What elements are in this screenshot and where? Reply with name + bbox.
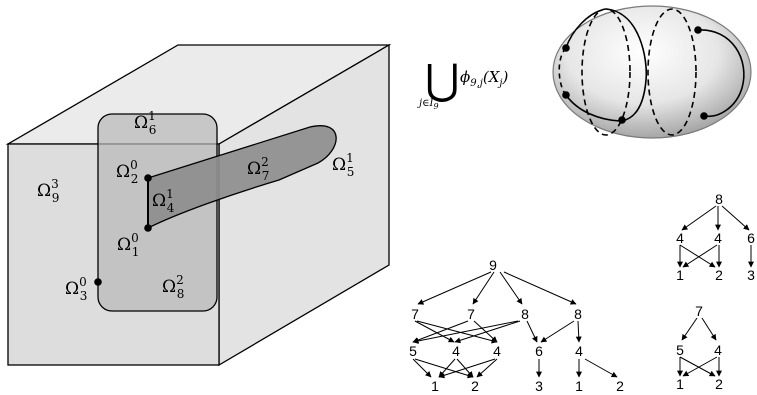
tree-node: 5 — [409, 343, 417, 359]
tree-edge-arrow — [412, 320, 519, 344]
tree-node: 1 — [676, 267, 684, 283]
ellipsoid-point — [694, 26, 702, 34]
tree-node: 1 — [431, 378, 439, 394]
main-tree-nodes: 9 7 7 8 8 5 4 4 6 4 1 2 3 1 2 — [409, 257, 624, 394]
tree-edge-arrow — [701, 317, 717, 341]
top-right-tree-edges — [677, 205, 754, 268]
vertex-omega-3 — [94, 278, 102, 286]
tree-edge-arrow — [412, 358, 432, 378]
tree-node: 7 — [411, 306, 419, 322]
tree-edge-arrow — [721, 205, 750, 231]
ellipsoid-point — [618, 116, 626, 124]
bottom-right-tree-edges — [677, 317, 722, 377]
bottom-right-tree: 7 5 4 1 2 — [676, 303, 723, 392]
ellipsoid-body — [552, 5, 752, 139]
tree-edge-arrow — [679, 244, 716, 268]
tree-node: 7 — [467, 306, 475, 322]
tree-edge-arrow — [526, 320, 538, 343]
ellipsoid — [552, 5, 752, 139]
tree-node: 2 — [616, 378, 624, 394]
top-right-tree: 8 4 4 6 1 2 3 — [676, 191, 755, 283]
tree-node: 8 — [574, 306, 582, 322]
tree-edge-arrow — [584, 358, 618, 378]
elongated-lobe — [147, 125, 337, 230]
tree-edge-arrow — [456, 358, 474, 378]
tree-edge-arrow — [540, 320, 575, 343]
tree-node: 4 — [714, 342, 722, 358]
ellipsoid-point — [700, 112, 708, 120]
tree-node: 6 — [535, 343, 543, 359]
ring-two — [647, 8, 697, 136]
tree-node: 5 — [676, 342, 684, 358]
tree-edge-arrow — [454, 320, 521, 344]
tree-edge-arrow — [438, 358, 496, 379]
union-symbol: ⋃ — [425, 55, 459, 104]
tree-edge-arrow — [414, 320, 455, 343]
main-tree-edges — [412, 271, 618, 379]
tree-edge-arrow — [417, 271, 492, 305]
union-formula: ⋃ j∈I9 ϕ9,j(Xj) — [417, 55, 509, 111]
tree-edge-arrow — [682, 244, 718, 268]
ellipsoid-point — [562, 91, 570, 99]
tree-edge-arrow — [414, 358, 474, 379]
tree-node: 8 — [715, 191, 723, 207]
tree-node: 3 — [535, 378, 543, 394]
tree-node: 4 — [714, 230, 722, 246]
tree-edge-arrow — [681, 205, 717, 231]
tree-edge-arrow — [473, 320, 498, 343]
tree-node: 1 — [676, 376, 684, 392]
tree-node: 2 — [715, 376, 723, 392]
tree-edge-arrow — [416, 320, 498, 344]
tree-node: 8 — [521, 306, 529, 322]
left-loop-down — [565, 94, 621, 122]
tree-node: 7 — [695, 303, 703, 319]
bottom-right-tree-nodes: 7 5 4 1 2 — [676, 303, 723, 392]
tree-edge-arrow — [575, 320, 582, 343]
tree-node: 4 — [676, 230, 684, 246]
vertex-omega-2 — [144, 174, 152, 182]
tree-node: 4 — [452, 343, 460, 359]
tree-node: 4 — [575, 343, 583, 359]
tree-edge-arrow — [472, 271, 495, 305]
tree-edge-arrow — [681, 317, 698, 341]
tree-node: 6 — [747, 230, 755, 246]
tree-node: 2 — [471, 378, 479, 394]
tree-edge-arrow — [499, 271, 523, 305]
tree-edge-arrow — [476, 358, 498, 378]
vertex-omega-1 — [144, 224, 152, 232]
right-loop — [697, 29, 745, 117]
tree-node: 1 — [575, 378, 583, 394]
tree-edge-arrow — [679, 356, 716, 377]
tree-node: 9 — [489, 257, 497, 273]
tree-edge-arrow — [412, 320, 469, 343]
ring-one-front — [605, 8, 648, 122]
tree-node: 4 — [493, 343, 501, 359]
tree-edge-arrow — [503, 271, 577, 305]
tree-edge-arrow — [682, 356, 718, 377]
main-tree: 9 7 7 8 8 5 4 4 6 4 1 2 3 1 2 — [409, 257, 624, 394]
union-index: j∈I9 — [417, 98, 439, 111]
top-right-tree-nodes: 8 4 4 6 1 2 3 — [676, 191, 755, 283]
tree-node: 3 — [747, 267, 755, 283]
phi-term: ϕ9,j(Xj) — [460, 68, 509, 89]
left-loop-front — [565, 9, 603, 49]
ellipsoid-point — [562, 44, 570, 52]
tree-node: 2 — [715, 267, 723, 283]
